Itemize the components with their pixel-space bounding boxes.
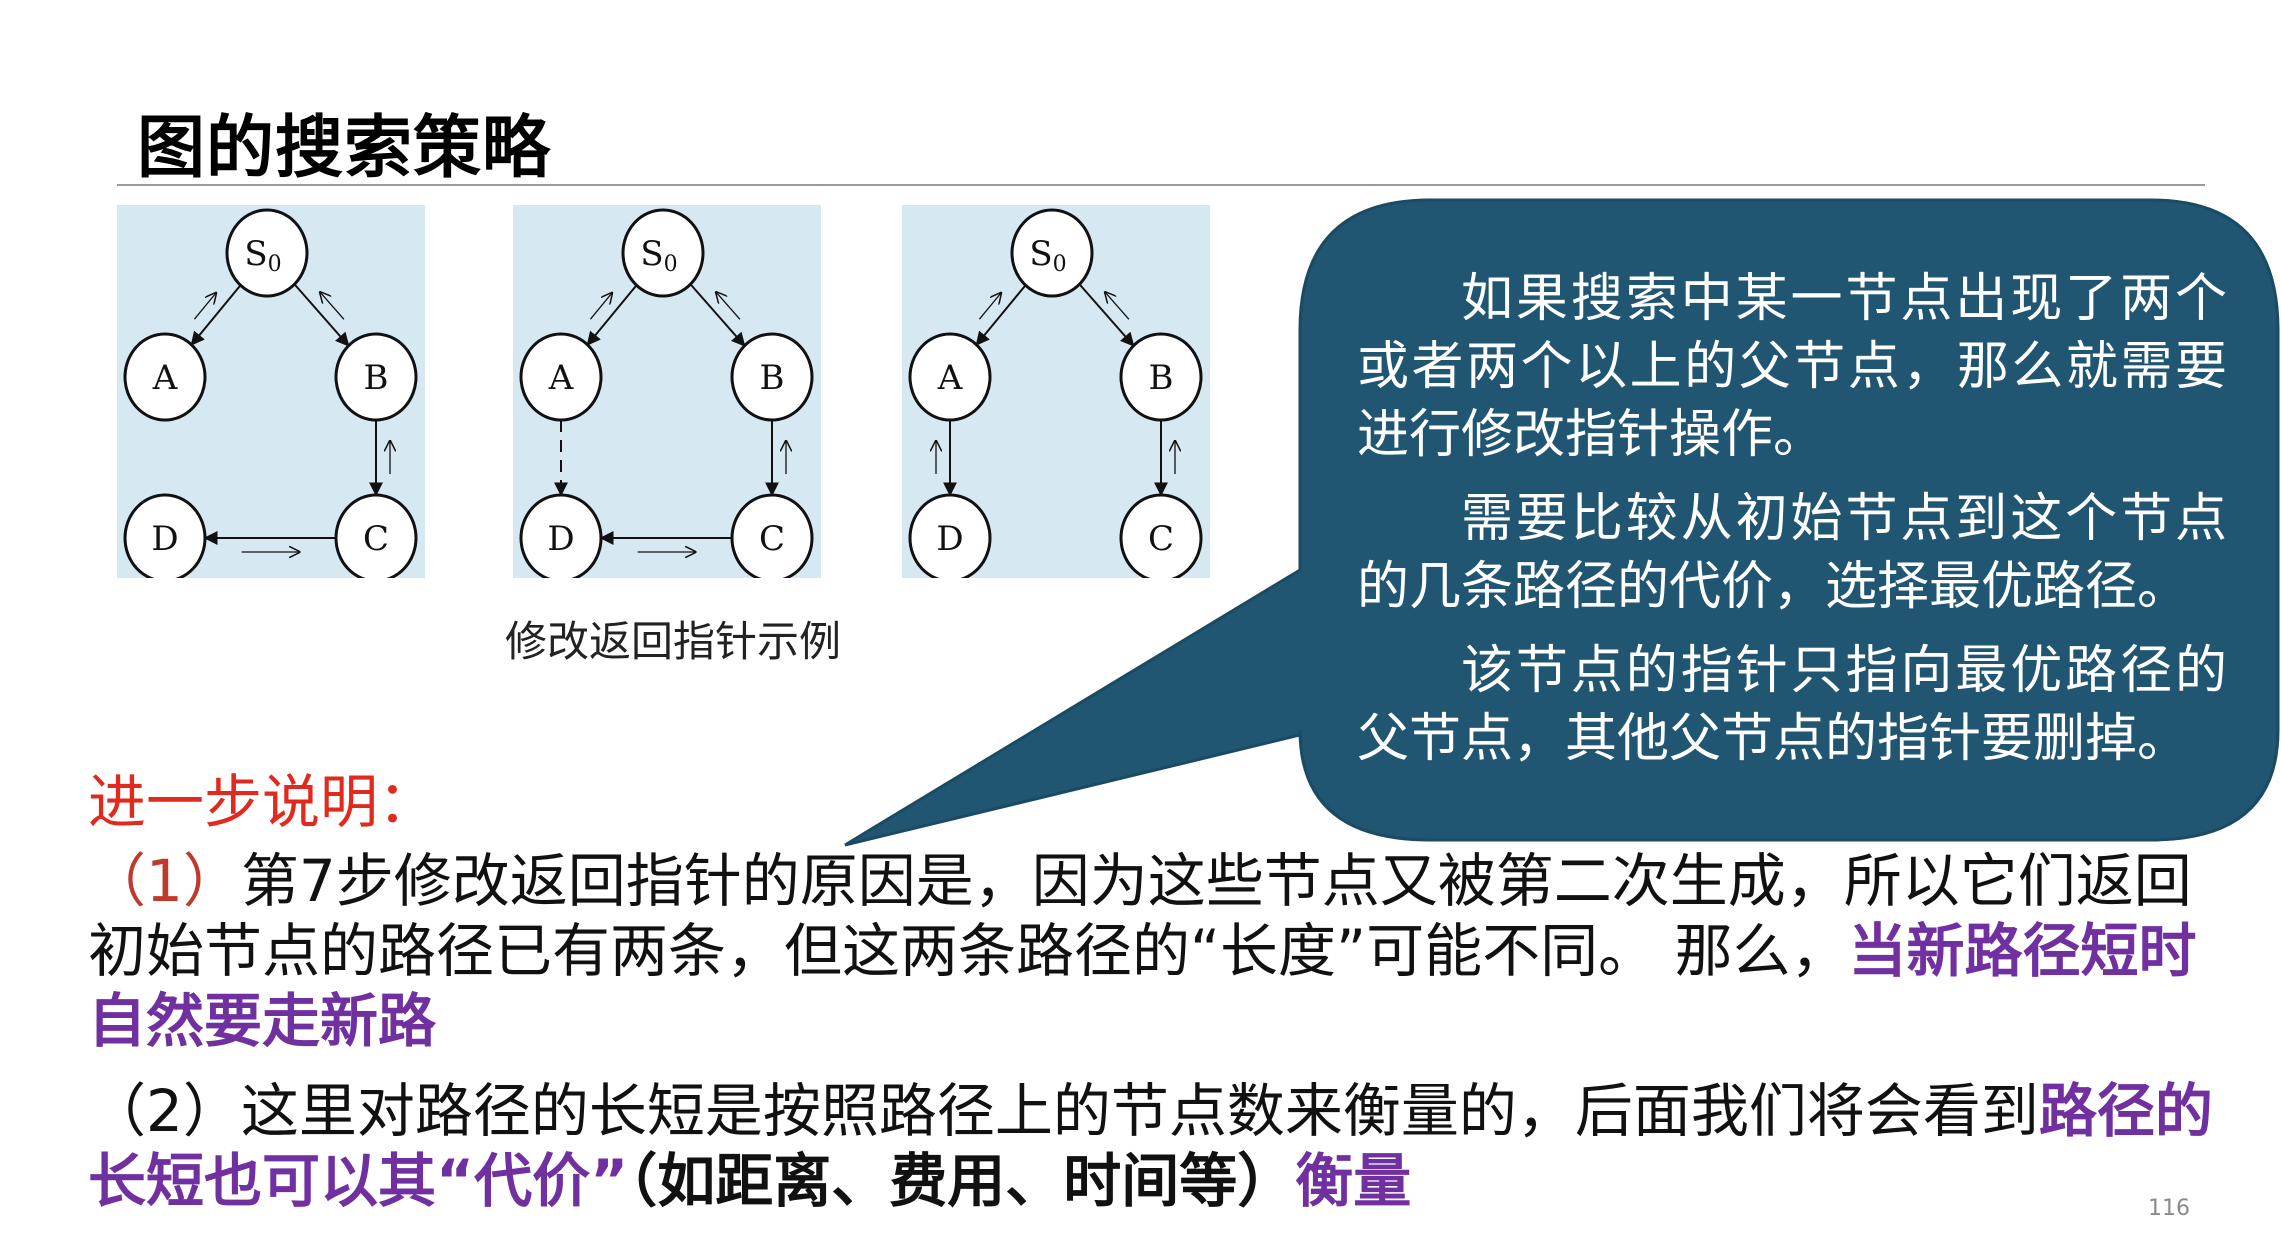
diagram-caption: 修改返回指针示例 (505, 617, 842, 666)
edge-arrow (975, 284, 1027, 346)
back-pointer-arrow (193, 293, 216, 320)
graph-node-label: D (936, 519, 963, 559)
graph-node-d (519, 493, 603, 578)
graph-node-c (334, 493, 418, 578)
graph-node-a (519, 332, 603, 422)
graph-node-label: D (151, 519, 178, 559)
graph-node-label: C (1148, 519, 1174, 559)
back-pointer-arrow (716, 292, 741, 320)
callout-paragraph: 如果搜索中某一节点出现了两个或者两个以上的父节点，那么就需要进行修改指针操作。 (1357, 269, 2227, 465)
graph-node-label: A (548, 358, 574, 398)
point-bold: （如距离、费用、时间等） (628, 1147, 1296, 1215)
graph-node-d (908, 493, 992, 578)
graph-node-label: D (547, 519, 574, 559)
graph-node-label: A (937, 358, 963, 398)
graph-node-b (1119, 332, 1203, 422)
explain-point-2: （2）这里对路径的长短是按照路径上的节点数来衡量的，后面我们将会看到路径的长短也… (88, 1076, 2218, 1216)
back-pointer-arrow (1105, 292, 1130, 320)
point-highlight: 衡量 (1295, 1147, 1412, 1215)
callout-paragraph: 需要比较从初始节点到这个节点的几条路径的代价，选择最优路径。 (1357, 489, 2227, 617)
point-highlight: 当新路径短时自然要走新路 (88, 917, 2197, 1055)
graph-node-b (334, 332, 418, 422)
graph-node-label: A (152, 358, 178, 398)
point-number: （2） (88, 1077, 241, 1145)
graph-node-a (123, 332, 207, 422)
edge-arrow (586, 284, 638, 346)
back-pointer-arrow (589, 293, 612, 320)
edge-arrow (689, 283, 746, 347)
graph-node-s0 (1010, 208, 1094, 298)
graph-node-b (730, 332, 814, 422)
point-number: （1） (88, 847, 241, 915)
title-divider (117, 184, 2205, 186)
slide-title: 图的搜索策略 (137, 109, 552, 188)
edge-arrow (1078, 283, 1135, 347)
graph-node-label: B (1149, 358, 1174, 398)
point-highlight: 路径的长短也可以其“代价” (88, 1077, 2213, 1215)
callout-paragraph: 该节点的指针只指向最优路径的父节点，其他父节点的指针要删掉。 (1357, 641, 2227, 769)
edge-arrow (190, 284, 242, 346)
point-text: 第7步修改返回指针的原因是，因为这些节点又被第二次生成，所以它们返回初始节点的路… (88, 847, 2192, 985)
graph-node-c (730, 493, 814, 578)
explain-point-1: （1）第7步修改返回指针的原因是，因为这些节点又被第二次生成，所以它们返回初始节… (88, 846, 2218, 1056)
graph-node-label: B (760, 358, 785, 398)
page-number: 116 (2148, 1196, 2190, 1221)
graph-node-c (1119, 493, 1203, 578)
graph-node-label: C (363, 519, 389, 559)
graph-node-label: B (364, 358, 389, 398)
graph-node-d (123, 493, 207, 578)
graph-node-s0 (225, 208, 309, 298)
explain-heading: 进一步说明： (88, 768, 437, 836)
graph-node-s0 (621, 208, 705, 298)
callout-bubble: 如果搜索中某一节点出现了两个或者两个以上的父节点，那么就需要进行修改指针操作。 … (844, 198, 2281, 860)
graph-node-label: C (759, 519, 785, 559)
back-pointer-arrow (320, 292, 345, 320)
callout-shape (844, 198, 2280, 847)
graph-node-a (908, 332, 992, 422)
back-pointer-arrow (978, 293, 1001, 320)
point-text: 这里对路径的长短是按照路径上的节点数来衡量的，后面我们将会看到 (240, 1077, 2039, 1145)
edge-arrow (293, 283, 350, 347)
